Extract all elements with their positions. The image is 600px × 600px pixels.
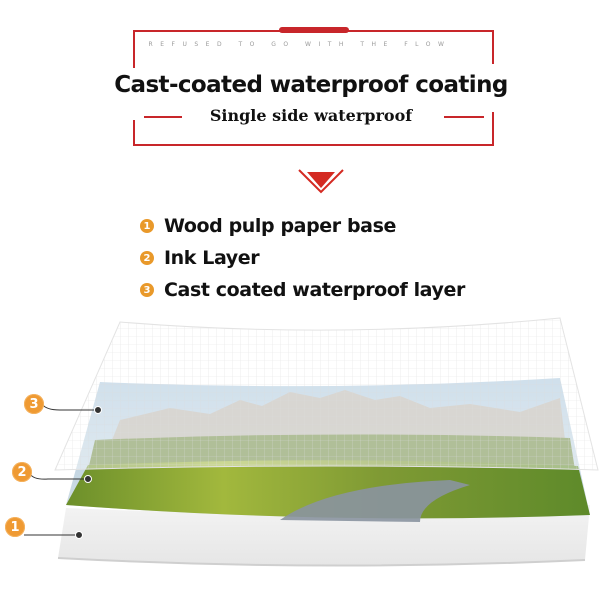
callout-badge-1: 1 (5, 517, 25, 537)
paper-base-layer (58, 505, 590, 566)
page-subtitle: Single side waterproof (209, 106, 413, 125)
frame-left-bottom (133, 120, 135, 146)
number-badge: 3 (140, 283, 154, 297)
number-badge: 1 (140, 219, 154, 233)
layer-label: Ink Layer (164, 247, 260, 269)
number-badge: 2 (140, 251, 154, 265)
callout-pin-3 (94, 406, 102, 414)
frame-top-accent-bar (279, 27, 349, 33)
subtitle-left-dash (144, 116, 182, 118)
frame-right-top (492, 30, 494, 64)
frame-right-bottom (492, 112, 494, 146)
list-item: 3 Cast coated waterproof layer (140, 274, 465, 306)
layer-diagram (24, 317, 599, 567)
layer-label: Wood pulp paper base (164, 215, 396, 237)
callout-pin-1 (75, 531, 83, 539)
frame-bottom-line (133, 144, 494, 146)
list-item: 2 Ink Layer (140, 242, 465, 274)
frame-left-top (133, 30, 135, 68)
chevron-down-icon (298, 169, 344, 194)
tagline: REFUSED TO GO WITH THE FLOW (148, 41, 452, 48)
list-item: 1 Wood pulp paper base (140, 210, 465, 242)
callout-pin-2 (84, 475, 92, 483)
callout-badge-3: 3 (24, 394, 44, 414)
page-title: Cast-coated waterproof coating (114, 72, 508, 98)
layer-list: 1 Wood pulp paper base 2 Ink Layer 3 Cas… (140, 210, 465, 306)
callout-badge-2: 2 (12, 462, 32, 482)
layer-label: Cast coated waterproof layer (164, 279, 465, 301)
subtitle-right-dash (444, 116, 484, 118)
